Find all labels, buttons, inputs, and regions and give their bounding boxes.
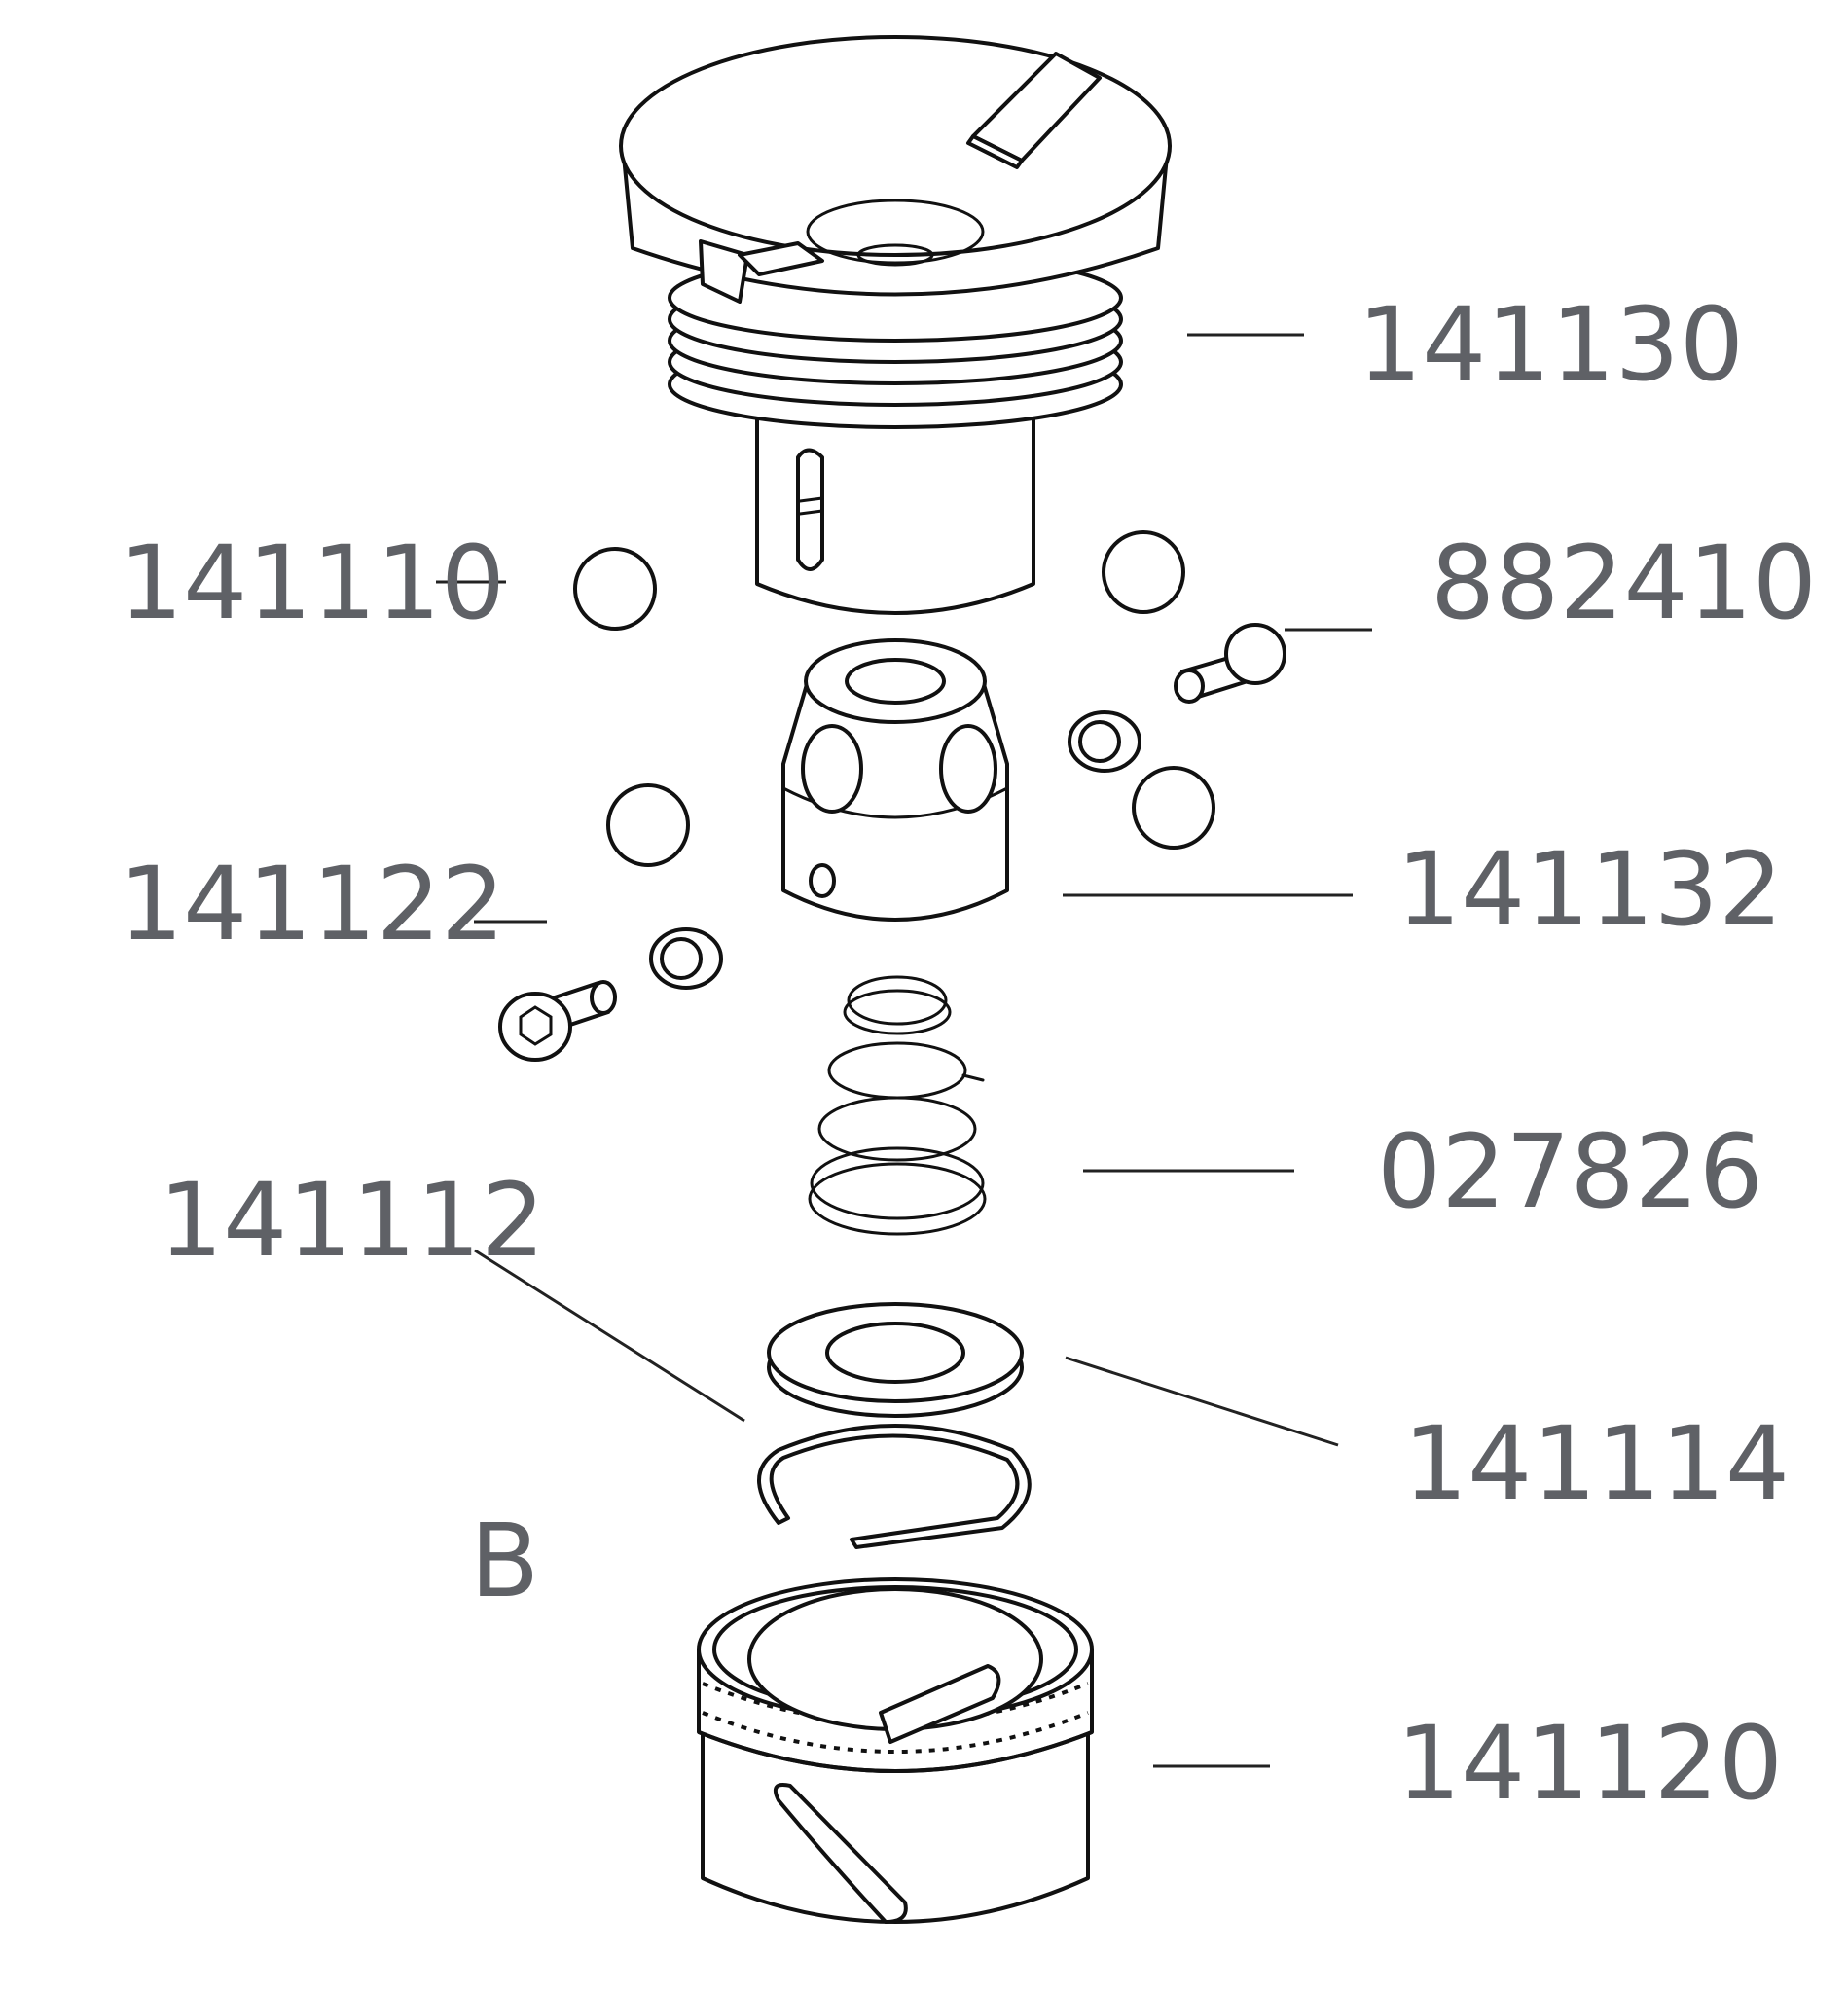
ball-bearings-141110 [573,530,1215,867]
part-141120-knurled-sleeve [697,1577,1094,1924]
label-view-b: B [470,1502,539,1620]
label-141132: 141132 [1396,830,1783,949]
bushing-right [1068,710,1141,773]
label-141114: 141114 [1403,1404,1790,1523]
retaining-ring-141112 [757,1424,1032,1549]
part-labels: 141130 141110 882410 141132 141122 02782… [119,285,1817,1823]
spring-027826 [808,975,987,1236]
label-141112: 141112 [159,1161,545,1280]
leader-lines [436,333,1372,1768]
label-882410: 882410 [1431,524,1817,642]
leader-141114 [1065,1356,1339,1447]
label-141130: 141130 [1358,285,1744,404]
leader-141112 [474,1249,745,1423]
label-141110: 141110 [119,524,505,642]
washer-141114 [767,1302,1024,1418]
label-141120: 141120 [1396,1704,1783,1823]
screw-882410 [1174,623,1286,704]
screw-141122 [498,980,617,1062]
part-141130-cap [619,35,1172,615]
part-141132-cage [781,638,1009,922]
bushing-left [649,927,723,990]
label-141122: 141122 [119,845,505,963]
label-027826: 027826 [1377,1112,1763,1231]
